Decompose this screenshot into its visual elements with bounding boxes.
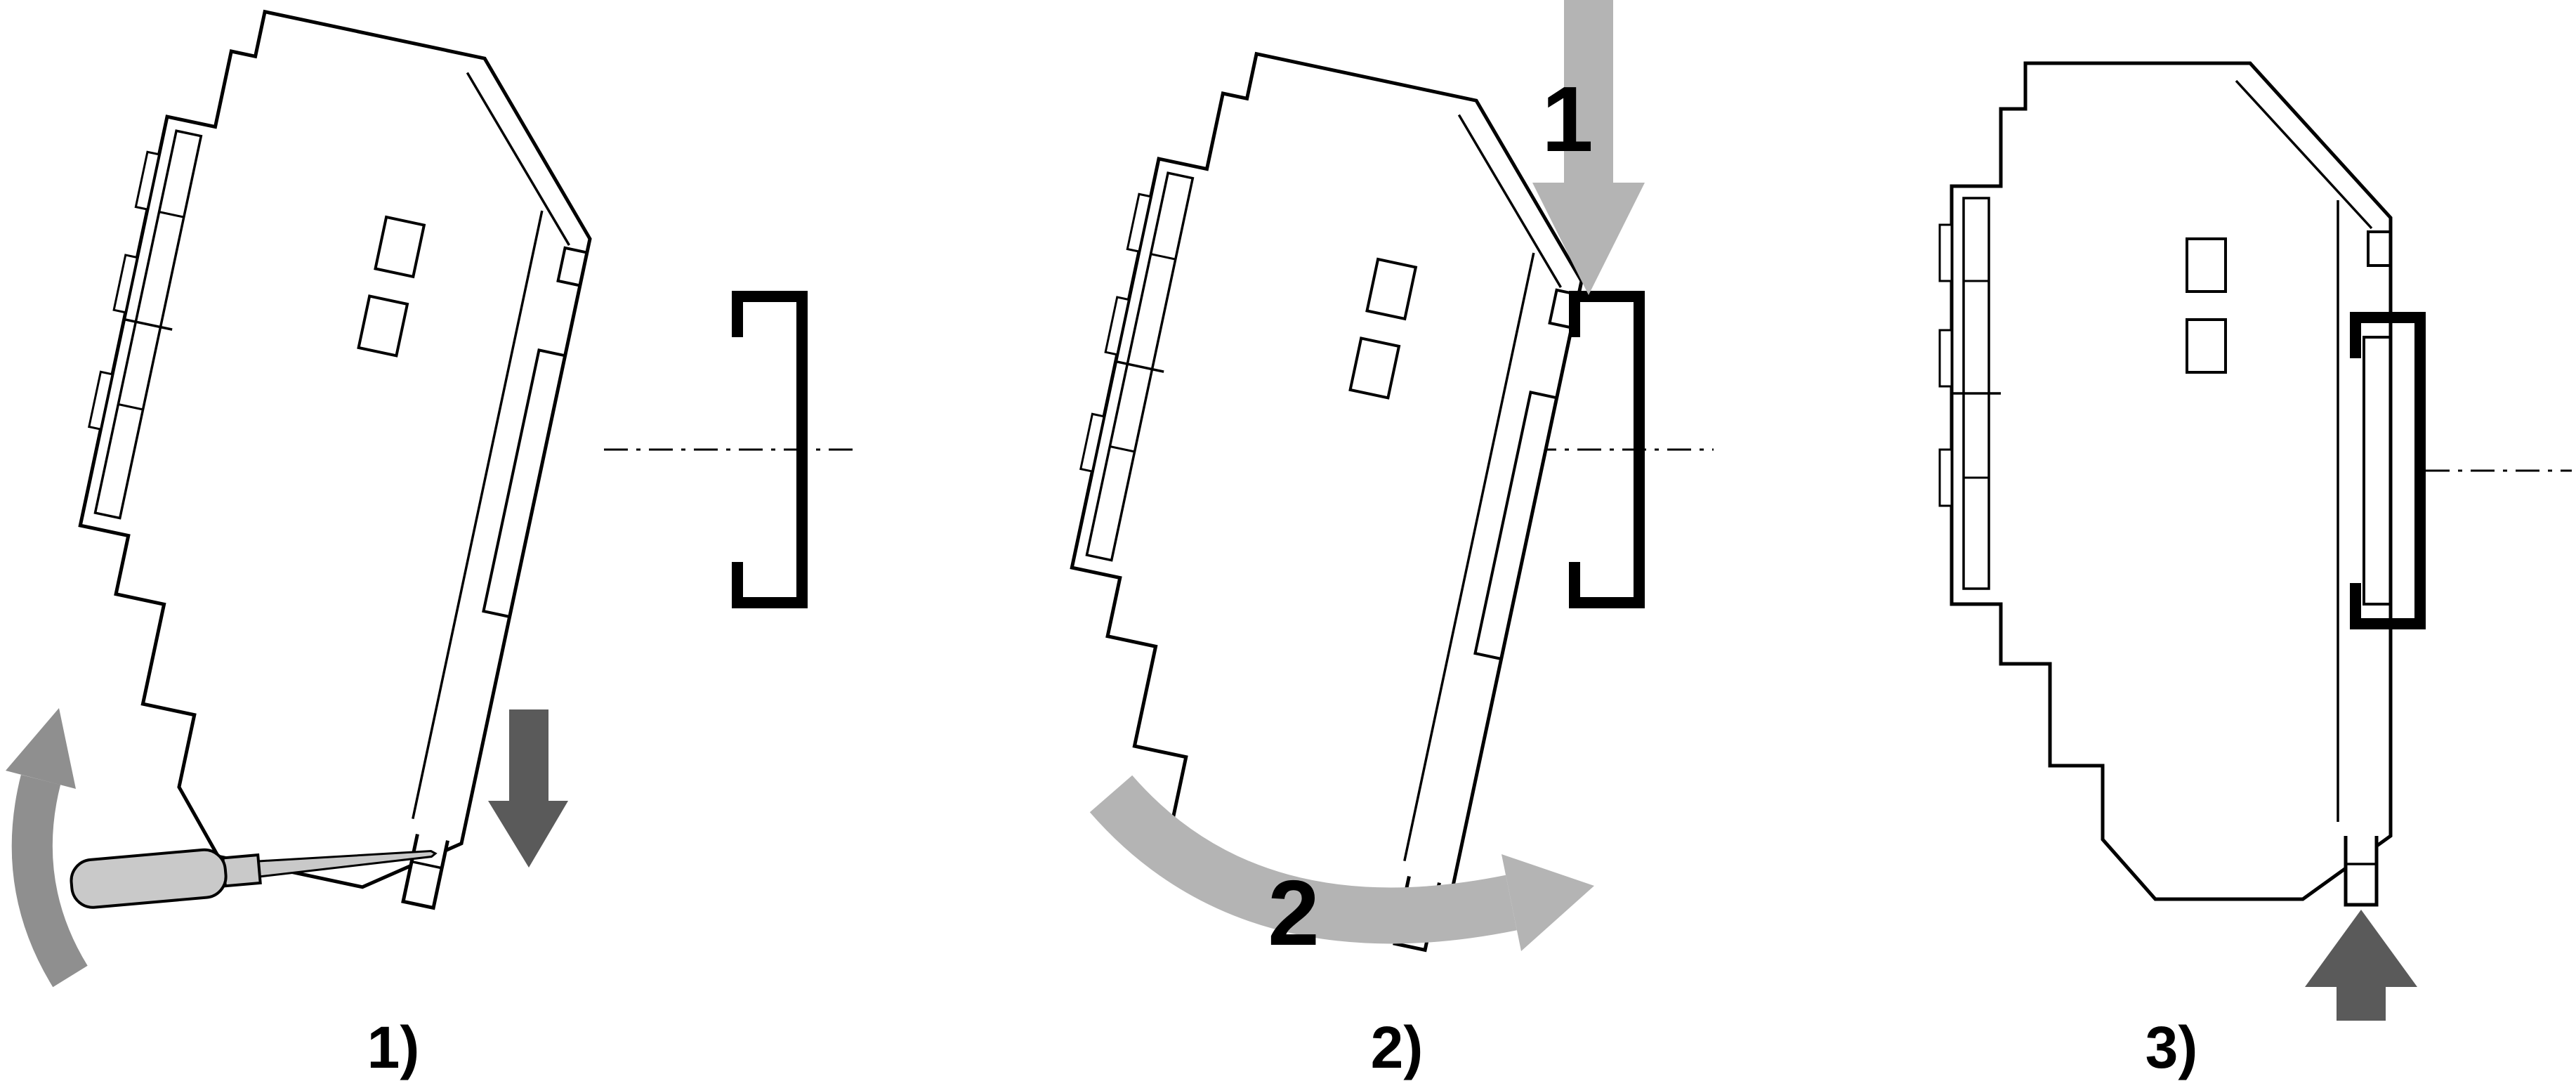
step-1-drawing: 1) [0, 0, 855, 1080]
step-3-drawing: 3) [1716, 0, 2572, 1080]
device-module [998, 36, 1614, 953]
step-2-label: 2) [1371, 1014, 1424, 1080]
screwdriver-icon [70, 848, 438, 909]
rotate-arrow-icon [1089, 775, 1594, 951]
lever-rotate-arrow-icon [6, 708, 88, 988]
step-1-panel: 1) [0, 0, 858, 1086]
step-2-drawing: 1 2 2) [858, 0, 1714, 1080]
step-2-panel: 1 2 2) [858, 0, 1716, 1086]
latch-up-arrow-icon [2305, 910, 2417, 1021]
device-module [1940, 63, 2391, 905]
step-3-panel: 3) [1716, 0, 2575, 1086]
press-down-arrow-icon [1532, 0, 1645, 295]
step-3-label: 3) [2145, 1014, 2198, 1080]
step-1-label: 1) [367, 1014, 420, 1080]
arrow-1-number: 1 [1542, 67, 1593, 171]
arrow-2-number: 2 [1268, 861, 1319, 964]
latch-push-arrow-down-icon [488, 709, 568, 868]
